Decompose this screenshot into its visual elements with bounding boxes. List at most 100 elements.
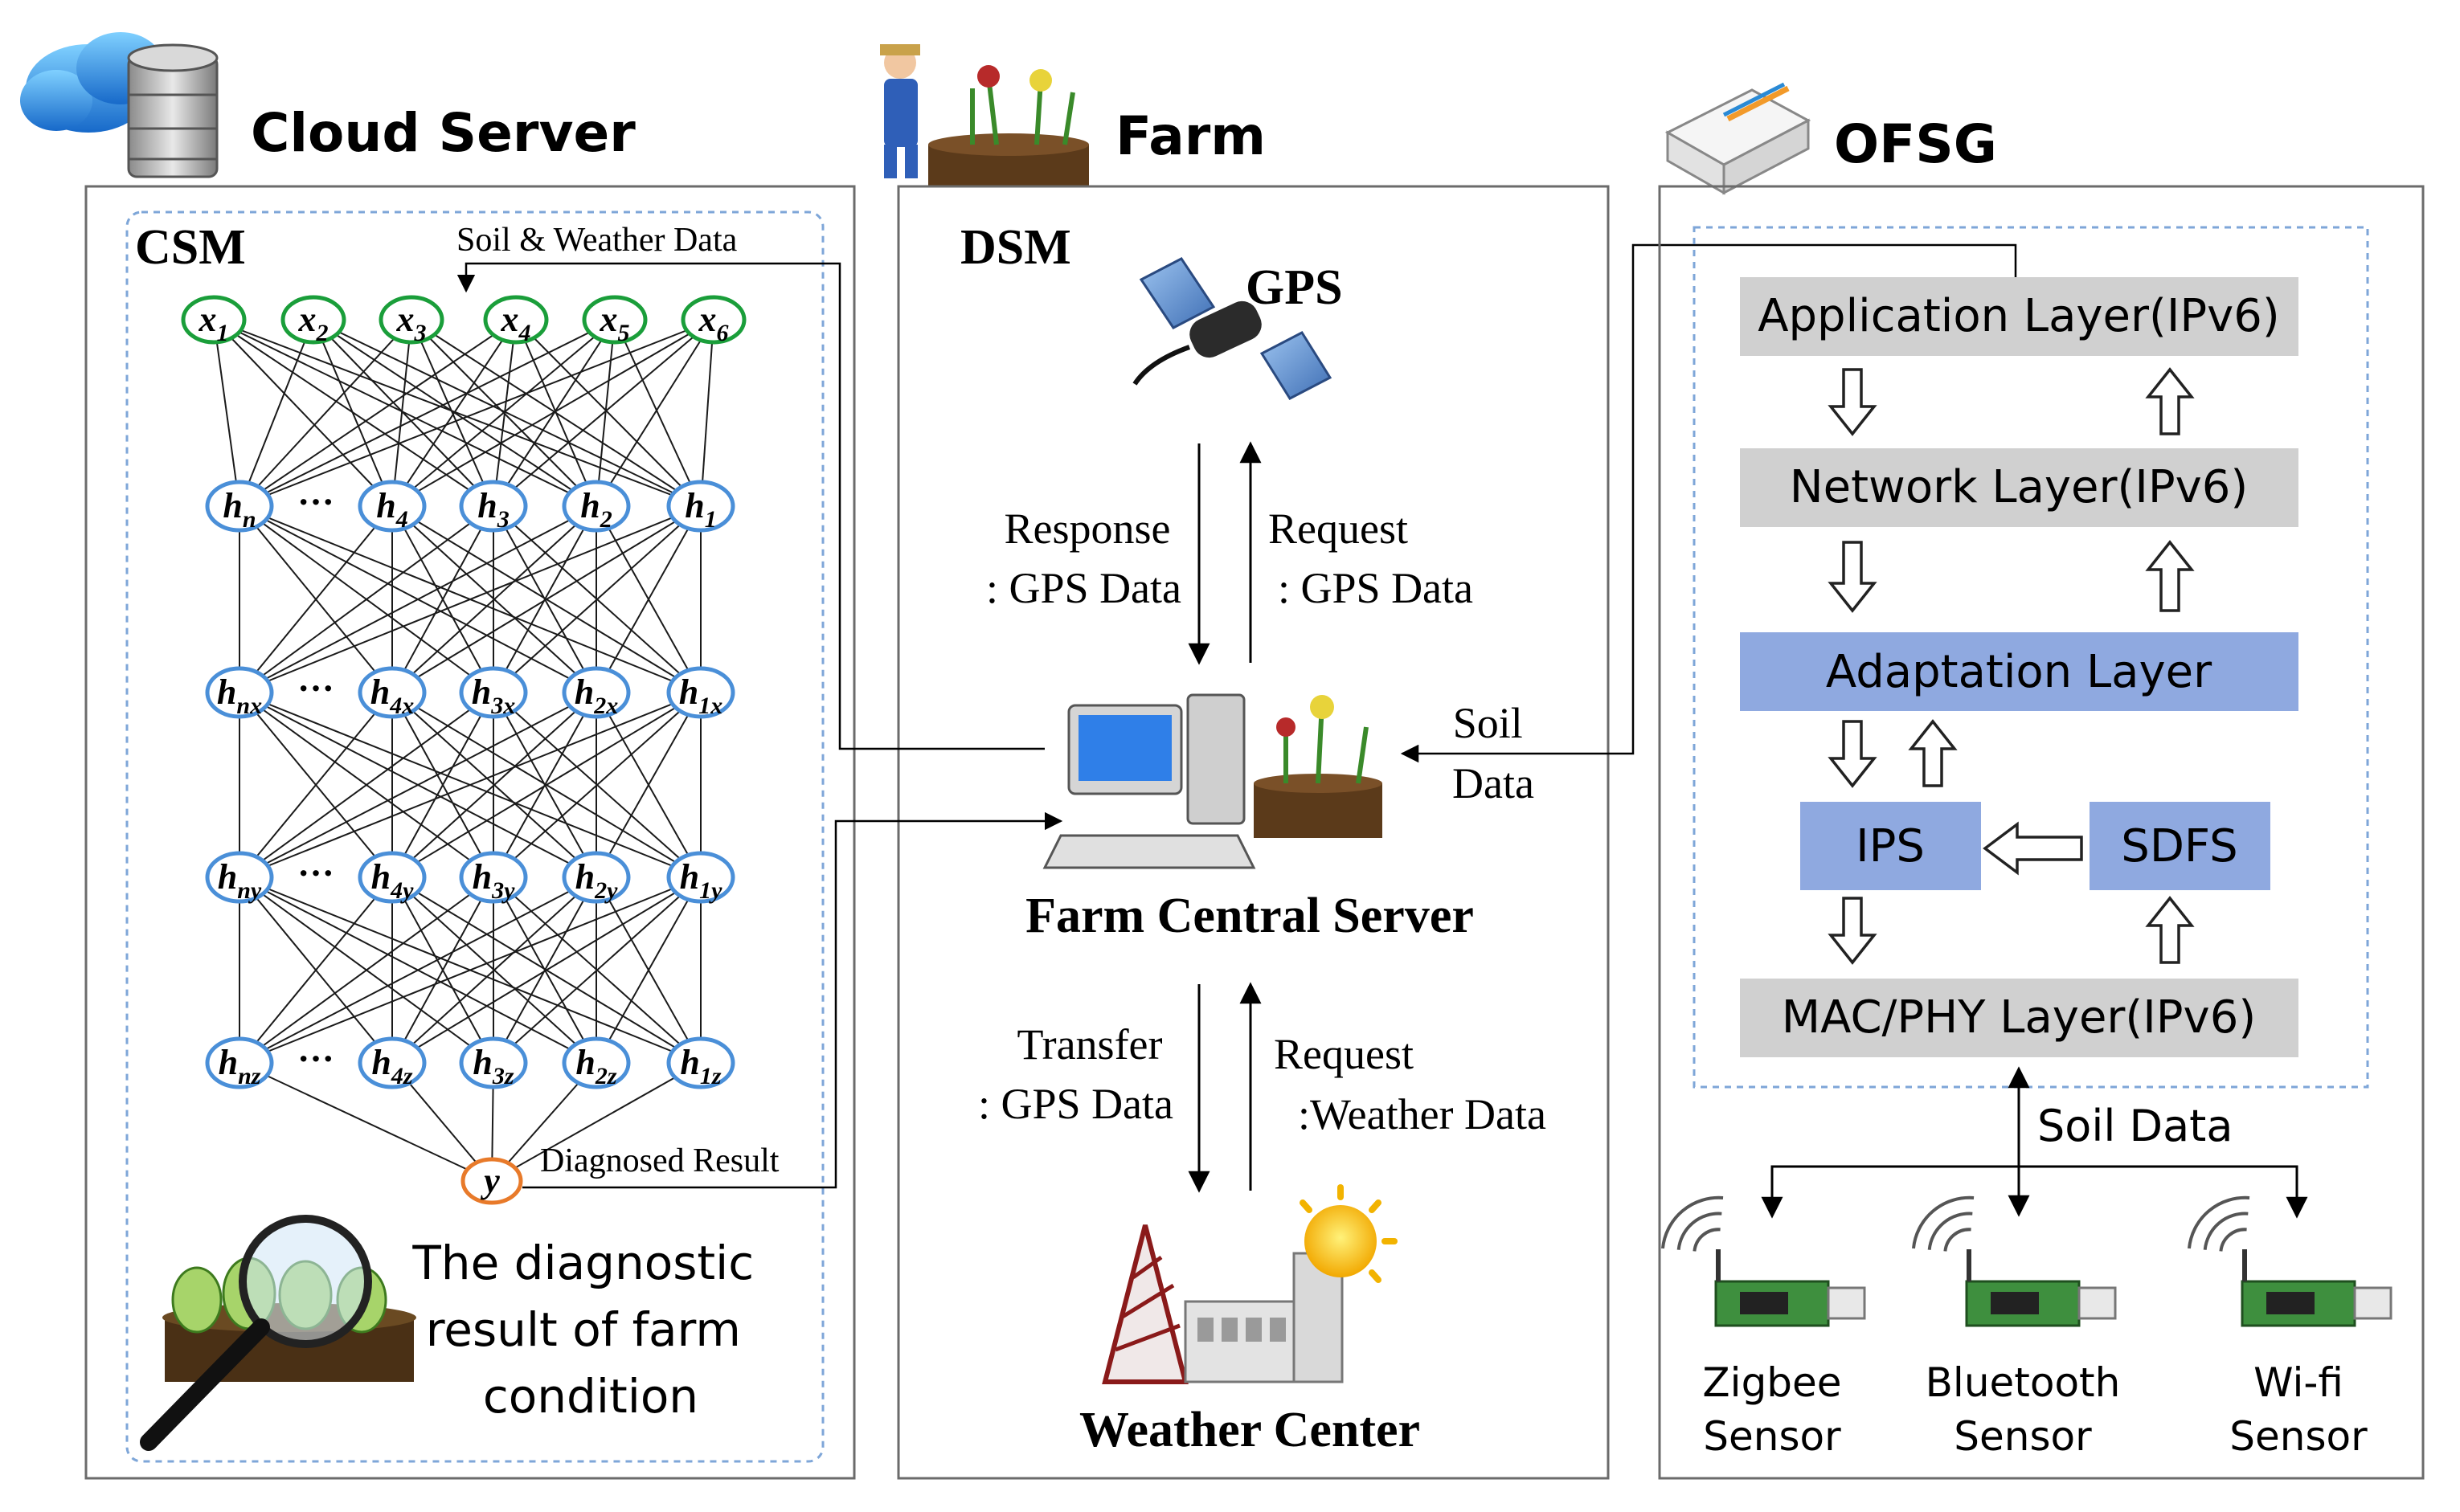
node-label: y xyxy=(480,1161,500,1200)
hidden-node-hny: hny xyxy=(205,851,274,904)
network-edge xyxy=(493,505,702,693)
network-edge xyxy=(493,692,597,878)
output-node-y: y xyxy=(460,1157,523,1205)
node-label: h3z xyxy=(473,1043,514,1089)
network-edge xyxy=(515,319,597,507)
network-edge xyxy=(493,877,702,1064)
network-edge xyxy=(239,692,494,878)
transfer-line-2: : GPS Data xyxy=(978,1080,1173,1128)
adaptation-layer: Adaptation Layer xyxy=(1740,632,2298,711)
up-block-arrow xyxy=(2145,367,2195,435)
network-edge xyxy=(391,877,702,1064)
network-edge xyxy=(239,877,597,1064)
ips-block: IPS xyxy=(1800,802,1981,890)
network-edge xyxy=(493,877,597,1064)
network-edge xyxy=(493,319,714,507)
hidden-ellipsis: ··· xyxy=(297,1038,334,1079)
network-edge xyxy=(391,877,494,1064)
node-label: x1 xyxy=(199,300,229,346)
diagnostic-caption: The diagnostic result of farm condition xyxy=(411,1236,768,1424)
network-edge xyxy=(239,319,517,507)
request-gps-text: Request : GPS Data xyxy=(1268,505,1473,612)
csm-label: CSM xyxy=(135,220,246,275)
node-label: x5 xyxy=(600,300,630,346)
input-node-x1: x1 xyxy=(181,295,247,346)
ofsg-dashed-box xyxy=(1693,226,2369,1089)
soil-data-farm-text: Soil Data xyxy=(1452,699,1534,807)
hidden-node-h2: h2 xyxy=(562,480,631,533)
input-node-x5: x5 xyxy=(582,295,648,346)
network-edge xyxy=(391,692,597,878)
network-edge xyxy=(391,319,714,507)
node-label: hn xyxy=(223,486,256,533)
response-line-1: Response xyxy=(1005,505,1171,553)
network-edge xyxy=(491,1062,702,1182)
weather-center-label: Weather Center xyxy=(1079,1403,1420,1457)
hidden-node-hnx: hnx xyxy=(205,666,274,719)
hidden-node-h3: h3 xyxy=(459,480,528,533)
gps-satellite-icon xyxy=(1132,257,1332,400)
csm-dashed-box xyxy=(125,210,825,1463)
network-edge xyxy=(391,319,412,507)
gps-label: GPS xyxy=(1246,260,1343,315)
hidden-node-h3y: h3y xyxy=(459,851,528,904)
soil-line-1: Soil xyxy=(1453,699,1523,747)
node-label: x6 xyxy=(698,300,729,346)
request-gps-line-2: : GPS Data xyxy=(1278,564,1473,612)
hidden-node-h1x: h1x xyxy=(666,666,735,719)
soil-weather-data-connector xyxy=(456,262,1045,750)
network-edge xyxy=(239,692,702,878)
mac-phy-layer: MAC/PHY Layer(IPv6) xyxy=(1740,979,2298,1057)
network-edge xyxy=(596,877,702,1064)
weather-center-icon xyxy=(1102,1184,1398,1384)
network-edge xyxy=(239,505,702,693)
network-edge xyxy=(391,319,517,507)
node-label: x3 xyxy=(396,300,427,346)
ofsg-title: OFSG xyxy=(1834,113,1997,175)
node-label: h4 xyxy=(376,486,407,533)
caption-line-3: condition xyxy=(483,1369,698,1424)
network-edge xyxy=(391,692,494,878)
ofsg-soil-data-connector xyxy=(1400,243,2017,763)
request-weather-line-2: :Weather Data xyxy=(1298,1090,1546,1138)
soil-data-ofsg-label: Soil Data xyxy=(2037,1101,2233,1151)
node-label: hnz xyxy=(219,1043,261,1089)
node-label: h2y xyxy=(575,857,618,904)
caption-line-2: result of farm xyxy=(426,1302,741,1357)
hidden-node-h4x: h4x xyxy=(358,666,427,719)
soil-weather-label: Soil & Weather Data xyxy=(456,222,738,259)
node-label: h1 xyxy=(685,486,716,533)
hidden-node-h3z: h3z xyxy=(459,1036,528,1089)
network-edge xyxy=(493,505,597,693)
adaptation-layer-label: Adaptation Layer xyxy=(1826,646,2212,698)
network-edge xyxy=(596,692,702,878)
hidden-node-h2x: h2x xyxy=(562,666,631,719)
mac-phy-layer-label: MAC/PHY Layer(IPv6) xyxy=(1782,991,2256,1044)
down-block-arrow xyxy=(1828,541,1877,613)
hidden-node-h1z: h1z xyxy=(666,1036,735,1089)
transfer-gps-text: Transfer : GPS Data xyxy=(978,1020,1173,1128)
node-label: h4x xyxy=(370,672,414,719)
ips-label: IPS xyxy=(1856,820,1925,872)
network-edge xyxy=(239,505,393,693)
hidden-node-h1: h1 xyxy=(666,480,735,533)
hidden-node-h4z: h4z xyxy=(358,1036,427,1089)
dsm-label: DSM xyxy=(960,220,1071,275)
ofsg-panel: OFSG Application Layer(IPv6) Network Lay… xyxy=(1658,82,2425,1480)
network-edge xyxy=(239,1062,493,1182)
hidden-node-h4: h4 xyxy=(358,480,427,533)
network-edge xyxy=(239,319,616,507)
input-node-x6: x6 xyxy=(681,295,747,346)
network-edge xyxy=(493,692,702,878)
sdfs-block: SDFS xyxy=(2090,802,2270,890)
node-label: h3 xyxy=(477,486,509,533)
hidden-node-h2z: h2z xyxy=(562,1036,631,1089)
